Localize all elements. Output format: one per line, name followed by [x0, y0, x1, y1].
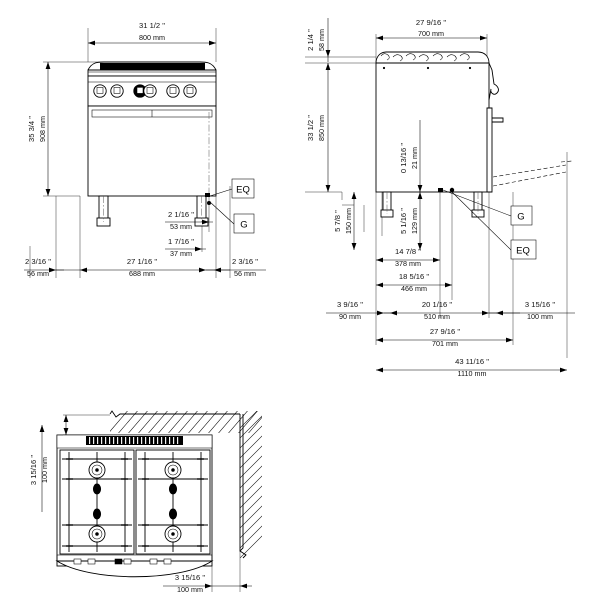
front-dim-height: 35 3/4 " 908 mm	[27, 62, 51, 196]
side-dim-1110: 43 11/16 " 1110 mm	[376, 357, 567, 378]
side-dim-850: 33 1/2 " 850 mm	[306, 63, 331, 192]
side-100-mm: 100 mm	[527, 312, 553, 321]
side-1110-mm: 1110 mm	[458, 369, 487, 378]
front-dim-width: 31 1/2 " 800 mm	[88, 21, 216, 46]
side-466-inch: 18 5/16 "	[399, 272, 429, 281]
side-depth-mm: 700 mm	[418, 29, 444, 38]
front-dim56r-inch: 2 3/16 "	[232, 257, 258, 266]
side-dim-378: 14 7/8 " 378 mm	[376, 247, 440, 268]
side-dim-58: 2 1/4 " 58 mm	[306, 18, 331, 62]
plan-rear-mm: 100 mm	[40, 457, 49, 483]
front-dim-53: 2 1/16 " 53 mm	[165, 210, 213, 231]
side-510-inch: 20 1/16 "	[422, 300, 452, 309]
front-dim37-mm: 37 mm	[170, 249, 192, 258]
side-dim-chain-1: 3 9/16 " 90 mm 20 1/16 " 510 mm 3 15/16 …	[326, 300, 575, 321]
side-21-mm: 21 mm	[410, 147, 419, 169]
plan-wall-hatch	[109, 410, 262, 559]
side-90-mm: 90 mm	[339, 312, 361, 321]
side-depth-inch: 27 9/16 "	[416, 18, 446, 27]
front-dim-37: 1 7/16 " 37 mm	[165, 237, 206, 258]
side-850-inch: 33 1/2 "	[306, 115, 315, 141]
front-height-inch: 35 3/4 "	[27, 116, 36, 142]
side-58-inch: 2 1/4 "	[306, 29, 315, 51]
side-466-mm: 466 mm	[401, 284, 427, 293]
side-appliance-body	[375, 51, 504, 218]
side-129-inch: 5 1/16 "	[399, 208, 408, 234]
front-dim56r-mm: 56 mm	[234, 269, 256, 278]
side-clearance-envelope	[492, 160, 573, 187]
front-dim688-inch: 27 1/16 "	[127, 257, 157, 266]
side-elevation-view: 27 9/16 " 700 mm 2 1/4 " 58 mm 33 1/2 " …	[305, 18, 575, 378]
front-dim56l-inch: 2 3/16 "	[25, 257, 51, 266]
side-dim-129: 5 1/16 " 129 mm	[399, 192, 423, 250]
plan-appliance-body	[55, 434, 214, 578]
side-dim-depth: 27 9/16 " 700 mm	[376, 18, 487, 41]
side-100-inch: 3 15/16 "	[525, 300, 555, 309]
side-dim-701: 27 9/16 " 701 mm	[376, 327, 513, 348]
side-701-inch: 27 9/16 "	[430, 327, 460, 336]
side-1110-inch: 43 11/16 "	[455, 357, 489, 366]
control-knob[interactable]	[143, 84, 157, 98]
side-58-mm: 58 mm	[317, 29, 326, 51]
side-callouts: G EQ	[442, 189, 537, 260]
front-elevation-view: 31 1/2 " 800 mm 35 3/4 " 908 mm	[24, 21, 266, 278]
plan-side-mm: 100 mm	[177, 585, 203, 594]
side-510-mm: 510 mm	[424, 312, 450, 321]
side-150-mm: 150 mm	[344, 208, 353, 234]
plan-dim-side: 3 15/16 " 100 mm	[163, 551, 252, 594]
front-width-inch: 31 1/2 "	[139, 21, 165, 30]
side-850-mm: 850 mm	[317, 115, 326, 141]
front-width-mm: 800 mm	[139, 33, 165, 42]
side-dim-150: 5 7/8 " 150 mm	[333, 192, 357, 250]
callout-g-side-label: G	[517, 212, 524, 223]
side-129-mm: 129 mm	[410, 208, 419, 234]
callout-g-front-label: G	[240, 220, 247, 231]
front-dim688-mm: 688 mm	[129, 269, 155, 278]
front-dim53-inch: 2 1/16 "	[168, 210, 194, 219]
front-dim-chain: 2 3/16 " 56 mm 27 1/16 " 688 mm 2 3/16 "…	[24, 257, 266, 278]
side-150-inch: 5 7/8 "	[333, 210, 342, 232]
front-appliance-body	[87, 61, 217, 227]
control-knob[interactable]	[166, 84, 180, 98]
callout-eq-front-label: EQ	[236, 185, 250, 196]
front-callouts: EQ G	[209, 178, 255, 234]
front-dim56l-mm: 56 mm	[27, 269, 49, 278]
side-378-mm: 378 mm	[395, 259, 421, 268]
control-knob[interactable]	[183, 84, 197, 98]
side-dim-466: 18 5/16 " 466 mm	[376, 272, 452, 293]
side-21-inch: 0 13/16 "	[399, 143, 408, 173]
control-knob[interactable]	[110, 84, 124, 98]
front-dim53-mm: 53 mm	[170, 222, 192, 231]
plan-dim-rear: 3 15/16 " 100 mm	[29, 414, 110, 512]
side-701-mm: 701 mm	[432, 339, 458, 348]
front-control-knobs	[93, 84, 197, 98]
plan-side-inch: 3 15/16 "	[175, 573, 205, 582]
plan-view: 3 15/16 " 100 mm 3 15/16 " 100 mm	[29, 410, 262, 594]
control-knob[interactable]	[133, 84, 147, 98]
side-90-inch: 3 9/16 "	[337, 300, 363, 309]
front-height-mm: 908 mm	[38, 116, 47, 142]
plan-rear-inch: 3 15/16 "	[29, 455, 38, 485]
side-dim-21: 0 13/16 " 21 mm	[399, 120, 423, 192]
callout-eq-side-label: EQ	[516, 246, 530, 257]
control-knob[interactable]	[93, 84, 107, 98]
side-378-inch: 14 7/8 "	[395, 247, 421, 256]
front-dim37-inch: 1 7/16 "	[168, 237, 194, 246]
